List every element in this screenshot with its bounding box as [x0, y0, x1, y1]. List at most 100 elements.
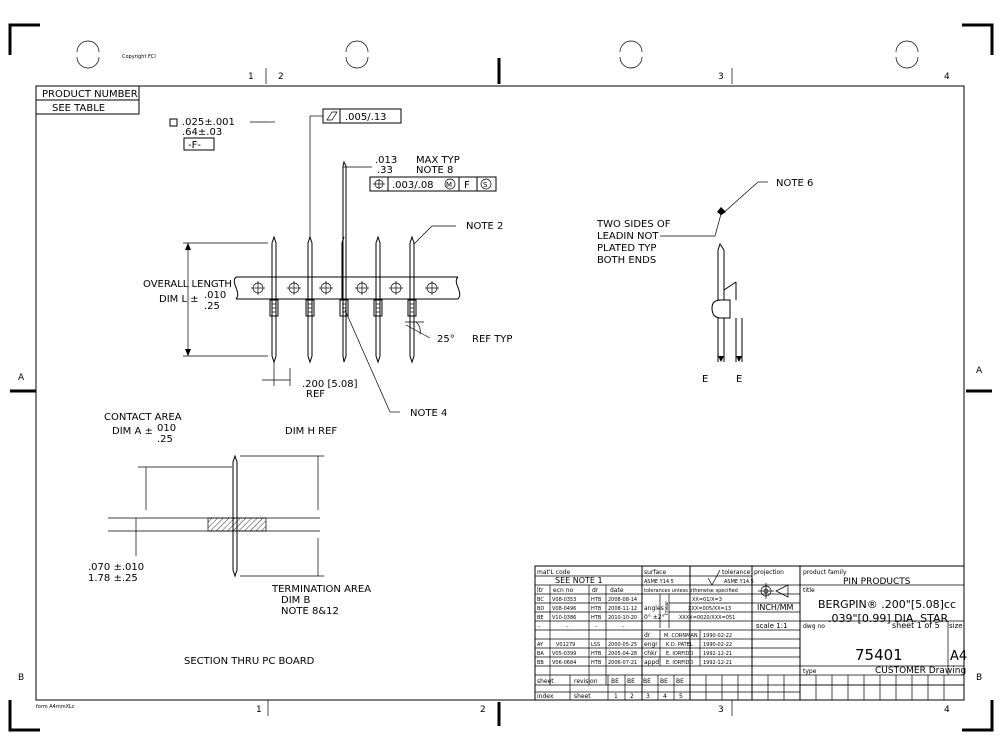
corner-mark-bottom-right	[962, 700, 994, 732]
matl-code-label: mat'L code	[537, 569, 571, 576]
leadin-line-1: TWO SIDES OF	[596, 219, 671, 230]
carrier-body-edges	[236, 276, 458, 300]
signoff-date: 1992-12-21	[703, 660, 732, 666]
surface-label: surface	[644, 569, 666, 576]
pin-3-body	[341, 236, 345, 300]
rev-row-ecn: V08-0496	[552, 606, 576, 612]
dim-b-text: DIM B	[281, 595, 310, 606]
rev-letter: BE	[611, 678, 619, 685]
section-title: SECTION THRU PC BOARD	[184, 656, 315, 667]
drawing-size: A4	[950, 649, 967, 664]
pin-square-mm: .64±.03	[182, 127, 222, 138]
modifier-s: S	[483, 181, 488, 189]
zone-top-4: 4	[944, 72, 950, 82]
e-label-right: E	[736, 374, 742, 385]
angle-tol: 0° ±2°	[644, 614, 665, 621]
rev-row-ltr: BE	[537, 615, 544, 621]
hdr-ltr: ltr	[537, 587, 544, 594]
angles-label: angles	[644, 605, 664, 612]
tolerance-label: tolerance	[722, 569, 751, 576]
tol-note: tolerances unless otherwise specified	[644, 588, 738, 594]
e-label-left: E	[702, 374, 708, 385]
rev-row-dr: HTB	[591, 597, 602, 603]
rev-row-ecn: V10-0386	[552, 615, 576, 621]
rev-row-ecn: –	[566, 624, 569, 630]
signoff-role: chkr	[644, 650, 658, 657]
dim-l-tol-mm: .25	[204, 301, 220, 312]
rev-row-date: 2005-04-28	[608, 651, 637, 657]
angle-text: 25°	[437, 334, 455, 345]
zone-arc-3	[619, 40, 643, 53]
scale: scale 1:1	[756, 622, 788, 630]
sheet-label: sheet	[537, 678, 554, 685]
rev-row-date: 2006-07-21	[608, 660, 637, 666]
rev-row-dr: HTB	[591, 651, 602, 657]
title-block	[534, 565, 965, 701]
note6-leader	[720, 181, 759, 216]
datum-f-frame	[183, 137, 215, 151]
sheet-num: 5	[679, 693, 683, 700]
rev-row-ltr: BD	[537, 606, 544, 612]
dim-a-tol: 010	[157, 423, 176, 434]
sheet-num: 1	[614, 693, 618, 700]
corner-marks	[8, 23, 994, 732]
rev-row-date: 2010-10-20	[608, 615, 637, 621]
title-line-2: .039"[0.99] DIA. STAR	[828, 612, 949, 625]
note6-text: NOTE 6	[776, 178, 813, 189]
signoff-date: 1990-02-22	[703, 642, 732, 648]
side-pin-bottom-left	[717, 318, 725, 362]
hdr-dr: dr	[592, 587, 599, 594]
note2-text: NOTE 2	[466, 221, 503, 232]
zone-arc-2	[345, 40, 369, 53]
rev-row-ecn: V05-0399	[552, 651, 576, 657]
signoff-role: engr	[644, 641, 658, 648]
pin-3	[339, 160, 349, 363]
pin-2-collar	[305, 299, 315, 317]
note2-leader	[413, 225, 433, 245]
rev-row-ltr: AY	[537, 642, 544, 648]
flatness-symbol	[326, 111, 338, 121]
rev-row-date: 2008-11-12	[608, 606, 637, 612]
angle-line-2	[405, 324, 431, 339]
dwg-no-label: dwg no	[803, 623, 825, 630]
leadin-line-2: LEADIN NOT	[597, 231, 659, 242]
signoff-name: K.D. PATEL	[666, 642, 693, 648]
signoff-role: appd	[644, 659, 659, 666]
rev-row-date: –	[622, 624, 625, 630]
max-typ-label: MAX TYP	[416, 155, 460, 166]
zone-right-b: B	[976, 673, 982, 683]
section-pin	[232, 454, 238, 578]
rev-letter: BE	[643, 678, 651, 685]
modifier-m: M	[446, 181, 452, 189]
corner-mark-top-right	[962, 23, 994, 55]
rev-row-ltr: BB	[537, 660, 544, 666]
pin-4	[373, 235, 383, 364]
rev-letter: BE	[660, 678, 668, 685]
zone-top-1: 1	[248, 72, 254, 82]
rev-row-dr: LSS	[591, 642, 600, 648]
pitch-ref: REF	[306, 389, 325, 400]
board-thickness-inch: .070 ±.010	[88, 562, 144, 573]
zone-arc-4b	[895, 56, 919, 69]
dim-a-text: DIM A ±	[112, 426, 153, 437]
zone-arcs	[76, 40, 919, 69]
flatness-value: .005/.13	[345, 112, 387, 123]
carrier-break-left	[233, 276, 239, 300]
pin-2-body	[307, 235, 313, 364]
max-typ-inch: .013	[375, 155, 397, 166]
corner-mark-bottom-left	[8, 700, 40, 732]
side-arrow-right	[736, 356, 742, 362]
sheet-of: sheet 1 of 5	[892, 621, 940, 630]
dim-a-tol-mm: .25	[157, 434, 173, 445]
max-typ-callout: .013 .33 MAX TYP NOTE 8 .003/.08 M F S	[343, 155, 497, 192]
signoff-role: dr	[644, 632, 651, 639]
datum-f: -F-	[188, 140, 201, 151]
pin-5-body	[409, 235, 415, 364]
zone-arc-3b	[619, 56, 643, 69]
size-label: size	[949, 622, 963, 630]
pin-3-collar	[339, 299, 349, 317]
hdr-ecn: ecn no	[553, 587, 574, 594]
pin-square-inch: .025±.001	[182, 117, 235, 128]
position-frame	[369, 176, 497, 192]
